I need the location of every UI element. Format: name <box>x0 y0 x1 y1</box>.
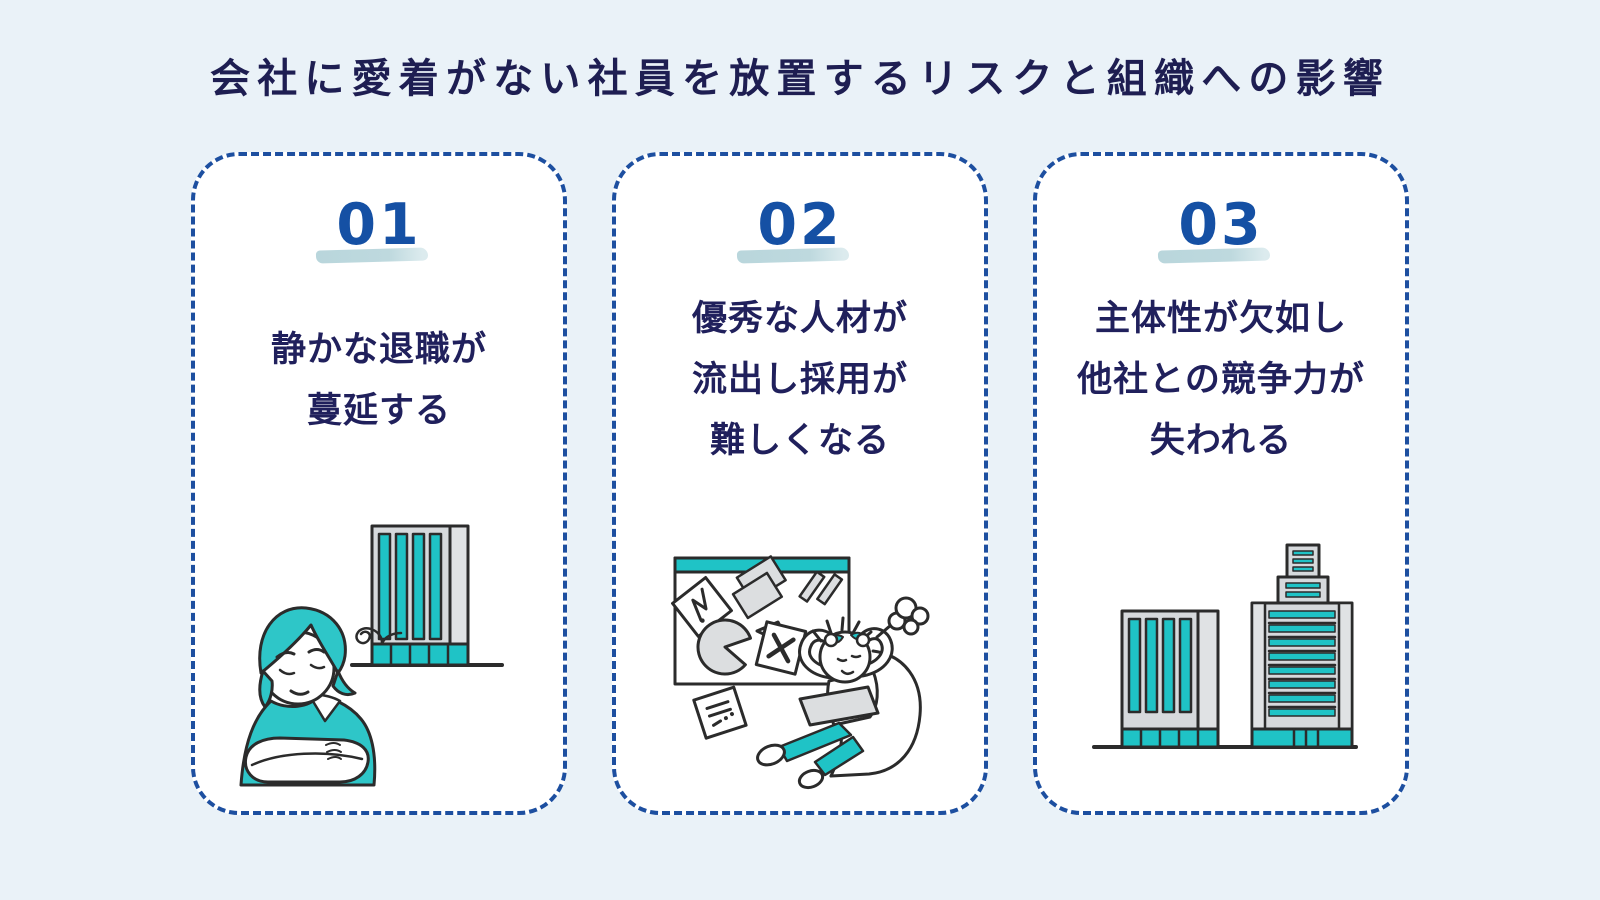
sad-employee-icon <box>239 606 377 787</box>
card-3-line-1: 主体性が欠如し <box>1094 299 1347 340</box>
card-3-line-2: 他社との競争力が <box>1077 360 1365 401</box>
card-1-line-2: 蔓延する <box>306 390 451 431</box>
steam-puff-icon <box>875 596 930 639</box>
risk-cards-row: 01 静かな退職が 蔓延する <box>191 152 1409 815</box>
two-office-buildings-illustration <box>1092 543 1358 749</box>
risk-card-2: 02 優秀な人材が 流出し採用が 難しくなる <box>612 152 988 815</box>
laptop-icon <box>798 685 880 727</box>
card-3-number-block: 03 <box>1158 192 1271 264</box>
paper-strips-icon <box>798 570 844 606</box>
office-building-icon <box>1120 609 1220 749</box>
card-3-line-3: 失われる <box>1149 421 1293 462</box>
card-3-number: 03 <box>1178 192 1264 258</box>
risk-card-3: 03 主体性が欠如し 他社との競争力が 失われる <box>1033 152 1409 815</box>
card-2-line-2: 流出し採用が <box>691 360 908 401</box>
frustrated-employee-icon <box>756 616 922 790</box>
flying-papers-icon <box>731 555 787 620</box>
sad-employee-with-office-building-illustration <box>239 524 504 787</box>
card-1-number: 01 <box>336 192 422 258</box>
office-building-icon <box>350 524 504 667</box>
card-2-number: 02 <box>757 192 843 258</box>
risk-card-1: 01 静かな退職が 蔓延する <box>191 152 567 815</box>
card-2-number-block: 02 <box>737 192 850 264</box>
thought-squiggle-icon <box>355 627 403 645</box>
fallen-memo-icon <box>692 685 748 740</box>
card-2-line-3: 難しくなる <box>709 421 890 462</box>
card-1-number-block: 01 <box>316 192 429 264</box>
page-title: 会社に愛着がない社員を放置するリスクと組織への影響 <box>210 56 1390 102</box>
card-1-text: 静かな退職が 蔓延する <box>271 285 487 477</box>
card-1-line-1: 静かな退職が <box>270 329 487 370</box>
card-2-line-1: 優秀な人材が <box>691 299 908 340</box>
card-3-text: 主体性が欠如し 他社との競争力が 失われる <box>1077 285 1365 477</box>
card-2-text: 優秀な人材が 流出し採用が 難しくなる <box>692 285 908 477</box>
skyscraper-icon <box>1250 543 1354 749</box>
frustrated-person-messy-whiteboard-illustration <box>671 555 930 790</box>
